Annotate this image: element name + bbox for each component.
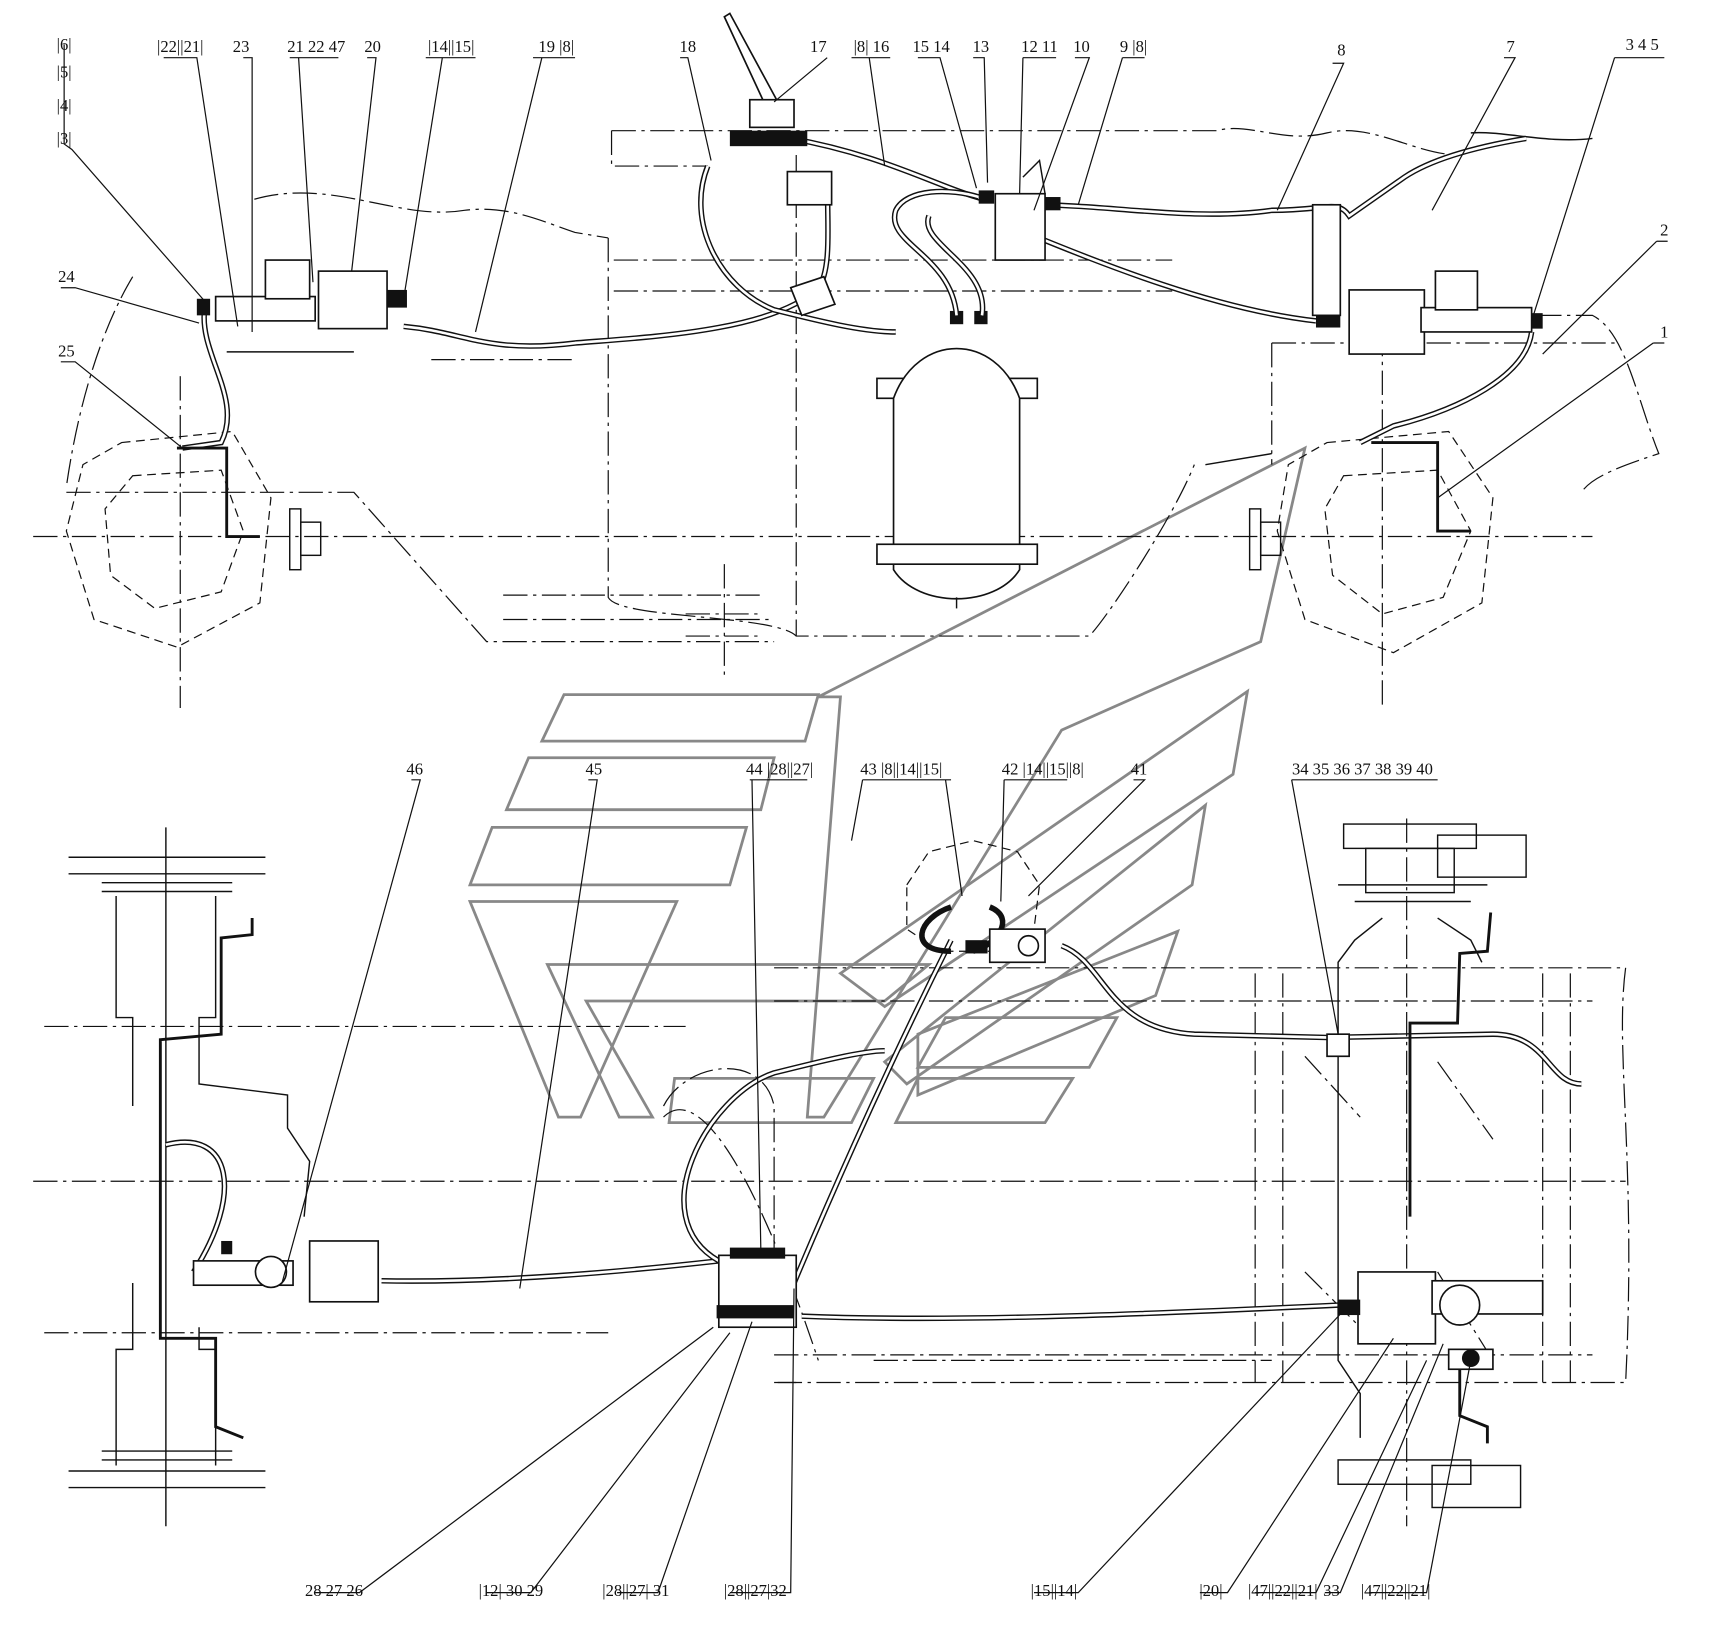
bottom-brake-pipes: [381, 904, 1582, 1444]
relay-valve: [965, 928, 1046, 964]
callout-label: 20: [364, 37, 381, 56]
brake-valve-assembly: [978, 159, 1061, 261]
central-valve-block: [716, 1247, 798, 1329]
callout-label: |5|: [57, 63, 72, 82]
callout-label: 34 35 36 37 38 39 40: [1292, 759, 1433, 778]
top-brake-pipes: [176, 135, 1535, 538]
front-axle: [68, 827, 311, 1527]
left-brake-booster: [196, 259, 407, 353]
callout-label: |4|: [57, 96, 72, 115]
callout-label: |14||15|: [428, 37, 474, 56]
callout-label: |22||21|: [157, 37, 203, 56]
callout-label: 24: [58, 267, 75, 286]
hand-brake-lever: [723, 12, 837, 317]
callout-label: |12| 30 29: [479, 1581, 544, 1600]
callout-label: |8| 16: [854, 37, 890, 56]
callout-label: 41: [1131, 759, 1148, 778]
callout-label: 3 4 5: [1626, 35, 1659, 54]
air-reservoir-tank: [876, 310, 1039, 609]
callout-label: 42 |14||15||8|: [1002, 759, 1084, 778]
callout-label: |20|: [1199, 1581, 1222, 1600]
right-brake-booster: [1311, 203, 1543, 355]
callout-label: |47||22||21|: [1361, 1581, 1431, 1600]
callout-label: |47||22||21|: [1248, 1581, 1318, 1600]
callout-label: 44 |28||27|: [746, 759, 813, 778]
callout-label: 2: [1660, 221, 1668, 240]
right-wheel: [1248, 430, 1494, 654]
callout-label: 19 |8|: [538, 37, 574, 56]
rear-axle: [1337, 818, 1527, 1527]
callout-label: 1: [1660, 322, 1668, 341]
middle-callouts: 46 45 44 |28||27| 43 |8||14||15| 42 |14|…: [406, 759, 1432, 778]
callout-label: 45: [586, 759, 603, 778]
callout-label: 21 22 47: [287, 37, 345, 56]
callout-label: 7: [1506, 37, 1514, 56]
top-chassis-outline: [33, 127, 1660, 708]
callout-label: 17: [810, 37, 827, 56]
callout-label: 10: [1073, 37, 1090, 56]
callout-label: 28 27 26: [305, 1581, 363, 1600]
callout-label: |28||27| 31: [602, 1581, 669, 1600]
callout-label: |3|: [57, 129, 72, 148]
callout-label: |15||14|: [1031, 1581, 1077, 1600]
callout-label: 23: [233, 37, 250, 56]
front-brake-booster: [192, 1240, 380, 1303]
callout-label: 33: [1323, 1581, 1340, 1600]
bottom-callouts: 28 27 26 |12| 30 29 |28||27| 31 |28||27|…: [305, 1581, 1430, 1600]
callout-label: |28||27|32: [724, 1581, 787, 1600]
callout-label: 9 |8|: [1120, 37, 1147, 56]
callout-label: |6|: [57, 35, 72, 54]
callout-label: 43 |8||14||15|: [860, 759, 942, 778]
callout-label: 15 14: [912, 37, 950, 56]
leader-lines: [60, 44, 1668, 1594]
watermark-logo: [467, 445, 1307, 1125]
callout-label: 8: [1337, 40, 1345, 59]
callout-label: 12 11: [1021, 37, 1058, 56]
callout-label: 46: [406, 759, 423, 778]
callout-label: 25: [58, 341, 75, 360]
callout-label: 13: [973, 37, 990, 56]
left-wheel: [65, 430, 322, 648]
callout-label: 18: [680, 37, 697, 56]
top-callouts: |6| |5| |4| |3| |22||21| 23 21 22 47 20 …: [57, 35, 1669, 360]
rear-brake-booster: [1326, 1033, 1544, 1371]
